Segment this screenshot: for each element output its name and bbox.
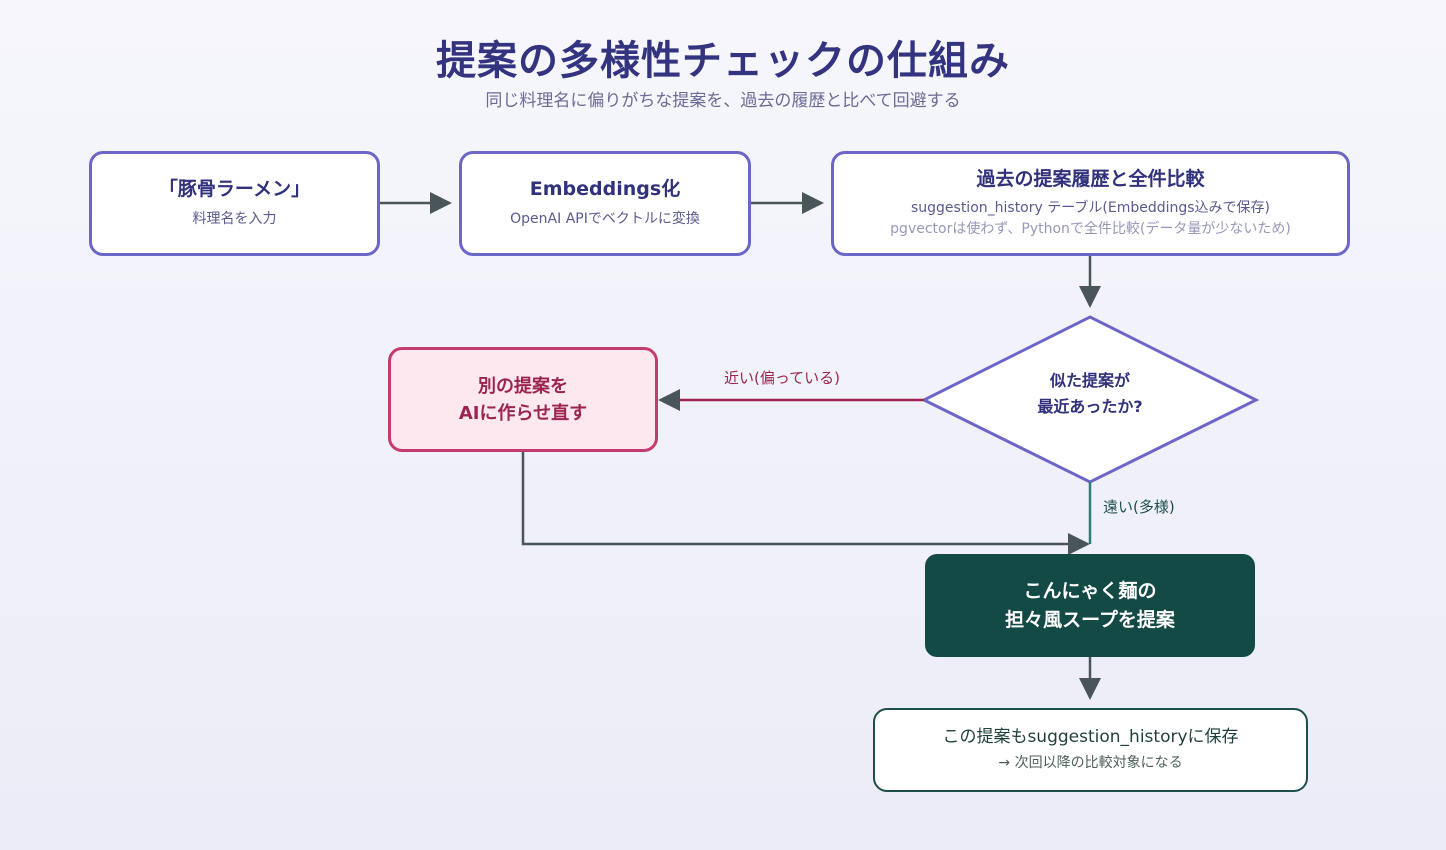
node-embed: Embeddings化 OpenAI APIでベクトルに変換: [459, 151, 751, 256]
decision-line2: 最近あったか?: [1037, 396, 1143, 416]
page-title: 提案の多様性チェックの仕組み: [436, 38, 1010, 84]
node-result-line2: 担々風スープを提案: [1005, 608, 1175, 631]
node-compare: 過去の提案履歴と全件比較 suggestion_history テーブル(Emb…: [831, 151, 1350, 256]
node-compare-title: 過去の提案履歴と全件比較: [976, 167, 1205, 190]
node-embed-sub: OpenAI APIでベクトルに変換: [510, 210, 700, 227]
edge-result-to-save-arrowhead: [1079, 678, 1101, 700]
edge-retry-to-result: [521, 452, 1070, 546]
edge-decision-to-retry-arrowhead: [658, 389, 680, 411]
node-input-sub: 料理名を入力: [192, 210, 277, 227]
node-input: 「豚骨ラーメン」 料理名を入力: [89, 151, 380, 256]
edge-input-to-embed-arrowhead: [430, 192, 452, 214]
node-retry-line1: 別の提案を: [478, 375, 568, 397]
decision-line1: 似た提案が: [1049, 371, 1130, 390]
node-compare-sub: suggestion_history テーブル(Embeddings込みで保存): [910, 200, 1271, 217]
edge-embed-to-compare-arrowhead: [802, 192, 824, 214]
edge-label-far: 遠い(多様): [1103, 498, 1175, 516]
node-save: この提案もsuggestion_historyに保存 → 次回以降の比較対象にな…: [873, 708, 1308, 792]
node-retry: 別の提案を AIに作らせ直す: [388, 347, 658, 452]
node-save-title: この提案もsuggestion_historyに保存: [942, 727, 1239, 748]
node-embed-title: Embeddings化: [529, 178, 681, 201]
node-result: こんにゃく麺の 担々風スープを提案: [925, 554, 1255, 657]
page-subtitle: 同じ料理名に偏りがちな提案を、過去の履歴と比べて回避する: [485, 91, 961, 111]
node-compare-sub2: pgvectorは使わず、Pythonで全件比較(データ量が少ないため): [890, 221, 1291, 238]
node-input-title: 「豚骨ラーメン」: [158, 178, 311, 201]
node-save-sub: → 次回以降の比較対象になる: [998, 754, 1183, 771]
edge-compare-to-decision-arrowhead: [1079, 286, 1101, 308]
edge-retry-to-result-arrowhead: [1068, 533, 1090, 555]
edge-label-near: 近い(偏っている): [724, 369, 840, 387]
node-retry-line2: AIに作らせ直す: [458, 402, 588, 424]
node-result-line1: こんにゃく麺の: [1023, 580, 1157, 602]
decision-label: 似た提案が 最近あったか?: [990, 368, 1190, 419]
